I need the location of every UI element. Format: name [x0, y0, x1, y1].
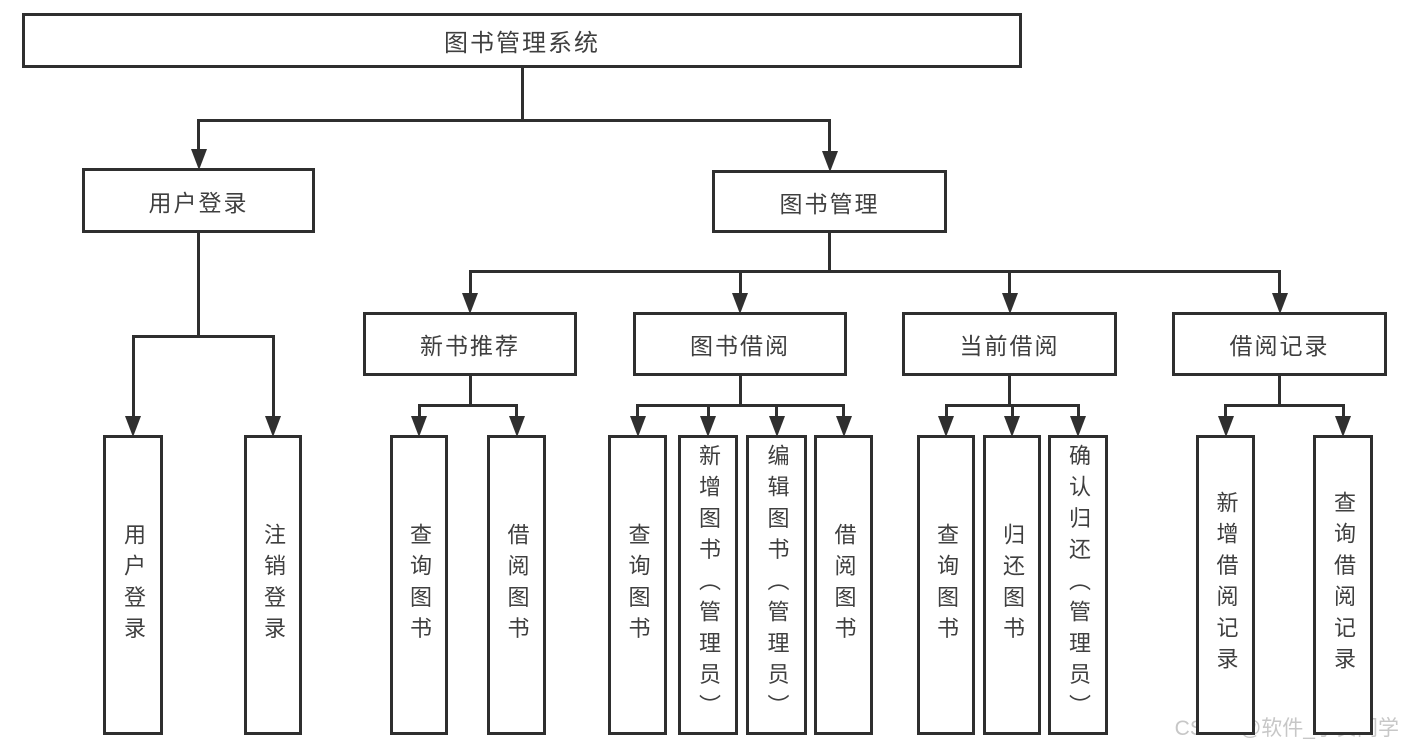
arrow-down-icon — [768, 416, 785, 437]
connector-line — [1008, 376, 1011, 405]
node-label: 用户登录 — [121, 522, 146, 648]
arrow-down-icon — [190, 149, 207, 170]
node-br-add: 新增借阅记录 — [1196, 435, 1255, 735]
connector-line — [1278, 376, 1281, 405]
arrow-down-icon — [508, 416, 525, 437]
arrow-down-icon — [1001, 293, 1018, 314]
node-new-book-rec: 新书推荐 — [363, 312, 577, 376]
arrow-down-icon — [938, 416, 954, 437]
connector-line — [1010, 405, 1014, 419]
node-book-borrow: 图书借阅 — [633, 312, 847, 376]
node-label: 查询图书 — [407, 522, 432, 648]
node-label: 编辑图书（管理员） — [764, 444, 790, 726]
connector-line — [738, 271, 742, 296]
connector-line — [271, 336, 275, 419]
arrow-down-icon — [1335, 416, 1351, 437]
arrow-down-icon — [125, 416, 141, 437]
arrow-down-icon — [835, 416, 852, 437]
node-cb-return: 归还图书 — [983, 435, 1041, 735]
connector-line — [842, 405, 845, 419]
node-label: 图书借阅 — [690, 333, 790, 359]
connector-line — [1076, 405, 1080, 419]
node-label: 新增图书（管理员） — [696, 444, 721, 726]
arrow-down-icon — [629, 416, 646, 437]
node-label: 注销登录 — [261, 522, 286, 648]
connector-line — [417, 403, 518, 407]
node-label: 图书管理系统 — [444, 30, 600, 57]
connector-line — [131, 336, 135, 419]
node-br-query: 查询借阅记录 — [1313, 435, 1373, 735]
arrow-down-icon — [1271, 293, 1288, 314]
node-label: 新书推荐 — [420, 333, 520, 359]
connector-line — [944, 405, 948, 419]
connector-line — [515, 405, 518, 419]
node-label: 借阅图书 — [831, 522, 857, 648]
node-cb-query: 查询图书 — [917, 435, 975, 735]
node-book-mgmt: 图书管理 — [712, 170, 947, 233]
connector-line — [828, 233, 831, 271]
node-bb-borrow: 借阅图书 — [814, 435, 873, 735]
node-label: 归还图书 — [1000, 522, 1025, 648]
arrow-down-icon — [265, 416, 281, 437]
node-bb-edit: 编辑图书（管理员） — [746, 435, 807, 735]
connector-line — [706, 405, 710, 419]
connector-line — [738, 376, 742, 405]
arrow-down-icon — [462, 293, 478, 314]
connector-line — [131, 334, 275, 338]
node-label: 确认归还（管理员） — [1066, 444, 1091, 726]
node-leaf-logout: 注销登录 — [244, 435, 302, 735]
connector-line — [468, 271, 472, 296]
node-label: 查询图书 — [625, 522, 651, 648]
connector-line — [197, 120, 200, 152]
connector-line — [775, 405, 778, 419]
connector-line — [468, 376, 472, 405]
connector-line — [1224, 405, 1227, 419]
connector-line — [197, 233, 200, 336]
node-borrow-records: 借阅记录 — [1172, 312, 1387, 376]
connector-line — [197, 118, 831, 122]
node-bb-add: 新增图书（管理员） — [678, 435, 738, 735]
node-nbr-query: 查询图书 — [390, 435, 448, 735]
node-cb-confirm: 确认归还（管理员） — [1048, 435, 1108, 735]
connector-line — [417, 405, 421, 419]
connector-line — [1341, 405, 1345, 419]
node-label: 查询借阅记录 — [1331, 491, 1356, 679]
node-current-borrow: 当前借阅 — [902, 312, 1117, 376]
connector-line — [1008, 271, 1011, 296]
node-label: 当前借阅 — [959, 333, 1060, 359]
node-label: 新增借阅记录 — [1213, 491, 1239, 679]
arrow-down-icon — [1004, 416, 1020, 437]
node-leaf-user-login: 用户登录 — [103, 435, 163, 735]
node-root: 图书管理系统 — [22, 13, 1022, 68]
connector-line — [520, 68, 524, 120]
node-label: 借阅图书 — [504, 522, 530, 648]
arrow-down-icon — [732, 293, 748, 314]
arrow-down-icon — [1217, 416, 1234, 437]
node-bb-query: 查询图书 — [608, 435, 667, 735]
arrow-down-icon — [1070, 416, 1086, 437]
arrow-down-icon — [700, 416, 716, 437]
node-label: 图书管理 — [779, 190, 880, 217]
connector-line — [1224, 403, 1345, 407]
node-user-login: 用户登录 — [82, 168, 315, 233]
connector-line — [468, 269, 1281, 273]
arrow-down-icon — [411, 416, 427, 437]
node-label: 用户登录 — [148, 189, 249, 216]
arrow-down-icon — [821, 151, 838, 172]
node-label: 借阅记录 — [1229, 333, 1330, 359]
node-nbr-borrow: 借阅图书 — [487, 435, 546, 735]
connector-line — [1278, 271, 1281, 296]
connector-line — [636, 403, 845, 407]
connector-line — [828, 120, 831, 154]
connector-line — [636, 405, 639, 419]
node-label: 查询图书 — [934, 522, 959, 648]
